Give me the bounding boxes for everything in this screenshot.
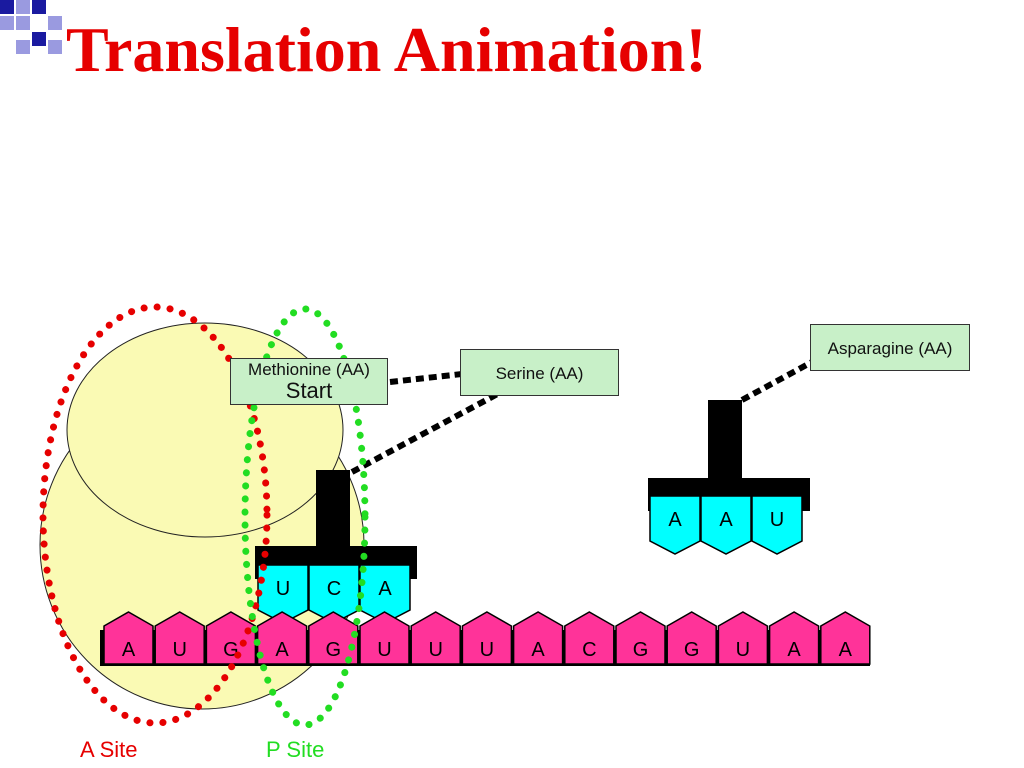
trna-2-anticodon-shape	[700, 495, 752, 555]
mrna-nucleotide-letter: A	[275, 639, 289, 661]
bond-asn-trna2	[740, 359, 814, 403]
trna-1-anticodon-letter: A	[378, 578, 392, 600]
methionine-box: Methionine (AA) Start	[230, 358, 388, 405]
mrna-nucleotide-letter: A	[531, 639, 545, 661]
mrna-nucleotide-shape	[717, 611, 769, 665]
mrna-nucleotide: U	[359, 611, 410, 665]
methionine-label: Methionine (AA)	[248, 360, 370, 379]
mrna-nucleotide-shape	[615, 611, 666, 665]
trna-1-anticodon: U	[257, 564, 309, 624]
mrna-nucleotide-letter: U	[480, 639, 494, 661]
deco-square	[48, 40, 62, 54]
deco-square	[16, 0, 30, 14]
mrna-nucleotide-shape	[512, 611, 564, 665]
deco-square	[16, 40, 30, 54]
mrna-nucleotide-letter: A	[839, 639, 853, 661]
a-site-outline	[39, 303, 271, 727]
mrna-nucleotide: G	[666, 611, 717, 665]
bond-ser-trna1	[350, 387, 507, 475]
mrna-nucleotide-shape	[308, 611, 359, 665]
slide-title: Translation Animation!	[66, 14, 707, 85]
trna-2-anticodon-letter: A	[668, 509, 682, 531]
mrna-nucleotide: U	[717, 611, 769, 665]
trna-1-anticodon-letter: C	[327, 578, 341, 600]
mrna-nucleotide-shape	[410, 611, 461, 665]
mrna-nucleotide: A	[512, 611, 564, 665]
deco-square	[32, 32, 46, 46]
mrna-nucleotide: U	[154, 611, 205, 665]
mrna-nucleotide: U	[461, 611, 513, 665]
mrna-nucleotide-shape	[103, 611, 154, 665]
mrna-nucleotide-letter: C	[582, 639, 596, 661]
mrna-nucleotide: U	[410, 611, 461, 665]
deco-square	[16, 16, 30, 30]
deco-square	[0, 0, 14, 14]
serine-box: Serine (AA)	[460, 349, 619, 396]
mrna-nucleotide-letter: U	[736, 639, 750, 661]
mrna-nucleotide: A	[820, 611, 871, 665]
mrna-nucleotide: A	[103, 611, 154, 665]
mrna-nucleotide-shape	[768, 611, 820, 665]
mrna-nucleotide-letter: G	[326, 639, 342, 661]
serine-label: Serine (AA)	[495, 364, 584, 383]
ribosome-small-subunit	[66, 322, 344, 538]
mrna-nucleotide: A	[768, 611, 820, 665]
mrna-nucleotide-letter: A	[122, 639, 136, 661]
deco-square	[32, 0, 46, 14]
trna-2-stem	[708, 400, 742, 480]
asparagine-label: Asparagine (AA)	[827, 339, 953, 358]
mrna-nucleotide: G	[205, 611, 257, 665]
mrna-nucleotide-letter: A	[787, 639, 801, 661]
p-site-outline	[241, 305, 369, 729]
mrna-nucleotide-letter: U	[428, 639, 442, 661]
a-site-label: A Site	[80, 737, 138, 762]
trna-2-anticodon-letter: U	[770, 509, 784, 531]
mrna-nucleotide-letter: G	[633, 639, 649, 661]
deco-square	[48, 16, 62, 30]
start-label: Start	[285, 378, 333, 403]
asparagine-box: Asparagine (AA)	[810, 324, 970, 371]
trna-1-anticodon-shape	[257, 564, 309, 624]
trna-2-anticodon-shape	[649, 495, 701, 555]
p-site-label: P Site	[266, 737, 325, 762]
trna-1-anticodon-shape	[308, 564, 360, 624]
mrna-nucleotide: G	[615, 611, 666, 665]
trna-1-anticodon-shape	[359, 564, 411, 624]
trna-2-anticodon: A	[700, 495, 752, 555]
trna-2-anticodon: U	[751, 495, 803, 555]
trna-1-stem	[316, 470, 350, 550]
mrna-nucleotide: G	[308, 611, 359, 665]
trna-1-anticodon: A	[359, 564, 411, 624]
mrna-nucleotide-shape	[666, 611, 717, 665]
mrna-nucleotide: C	[564, 611, 615, 665]
mrna-nucleotide-letter: U	[172, 639, 186, 661]
mrna-nucleotide-shape	[820, 611, 871, 665]
bond-met-ser	[389, 371, 463, 385]
mrna-nucleotide-shape	[461, 611, 513, 665]
mrna-nucleotide-shape	[564, 611, 615, 665]
mrna-nucleotide-letter: U	[377, 639, 391, 661]
trna-1-anticodon: C	[308, 564, 360, 624]
deco-square	[0, 16, 14, 30]
trna-1-anticodon-letter: U	[276, 578, 290, 600]
trna-2-anticodon: A	[649, 495, 701, 555]
mrna-nucleotide-letter: G	[684, 639, 700, 661]
mrna-nucleotide-shape	[359, 611, 410, 665]
trna-2-anticodon-letter: A	[719, 509, 733, 531]
mrna-nucleotide-shape	[154, 611, 205, 665]
trna-2-anticodon-shape	[751, 495, 803, 555]
mrna-nucleotide: A	[256, 611, 308, 665]
mrna-nucleotide-shape	[256, 611, 308, 665]
